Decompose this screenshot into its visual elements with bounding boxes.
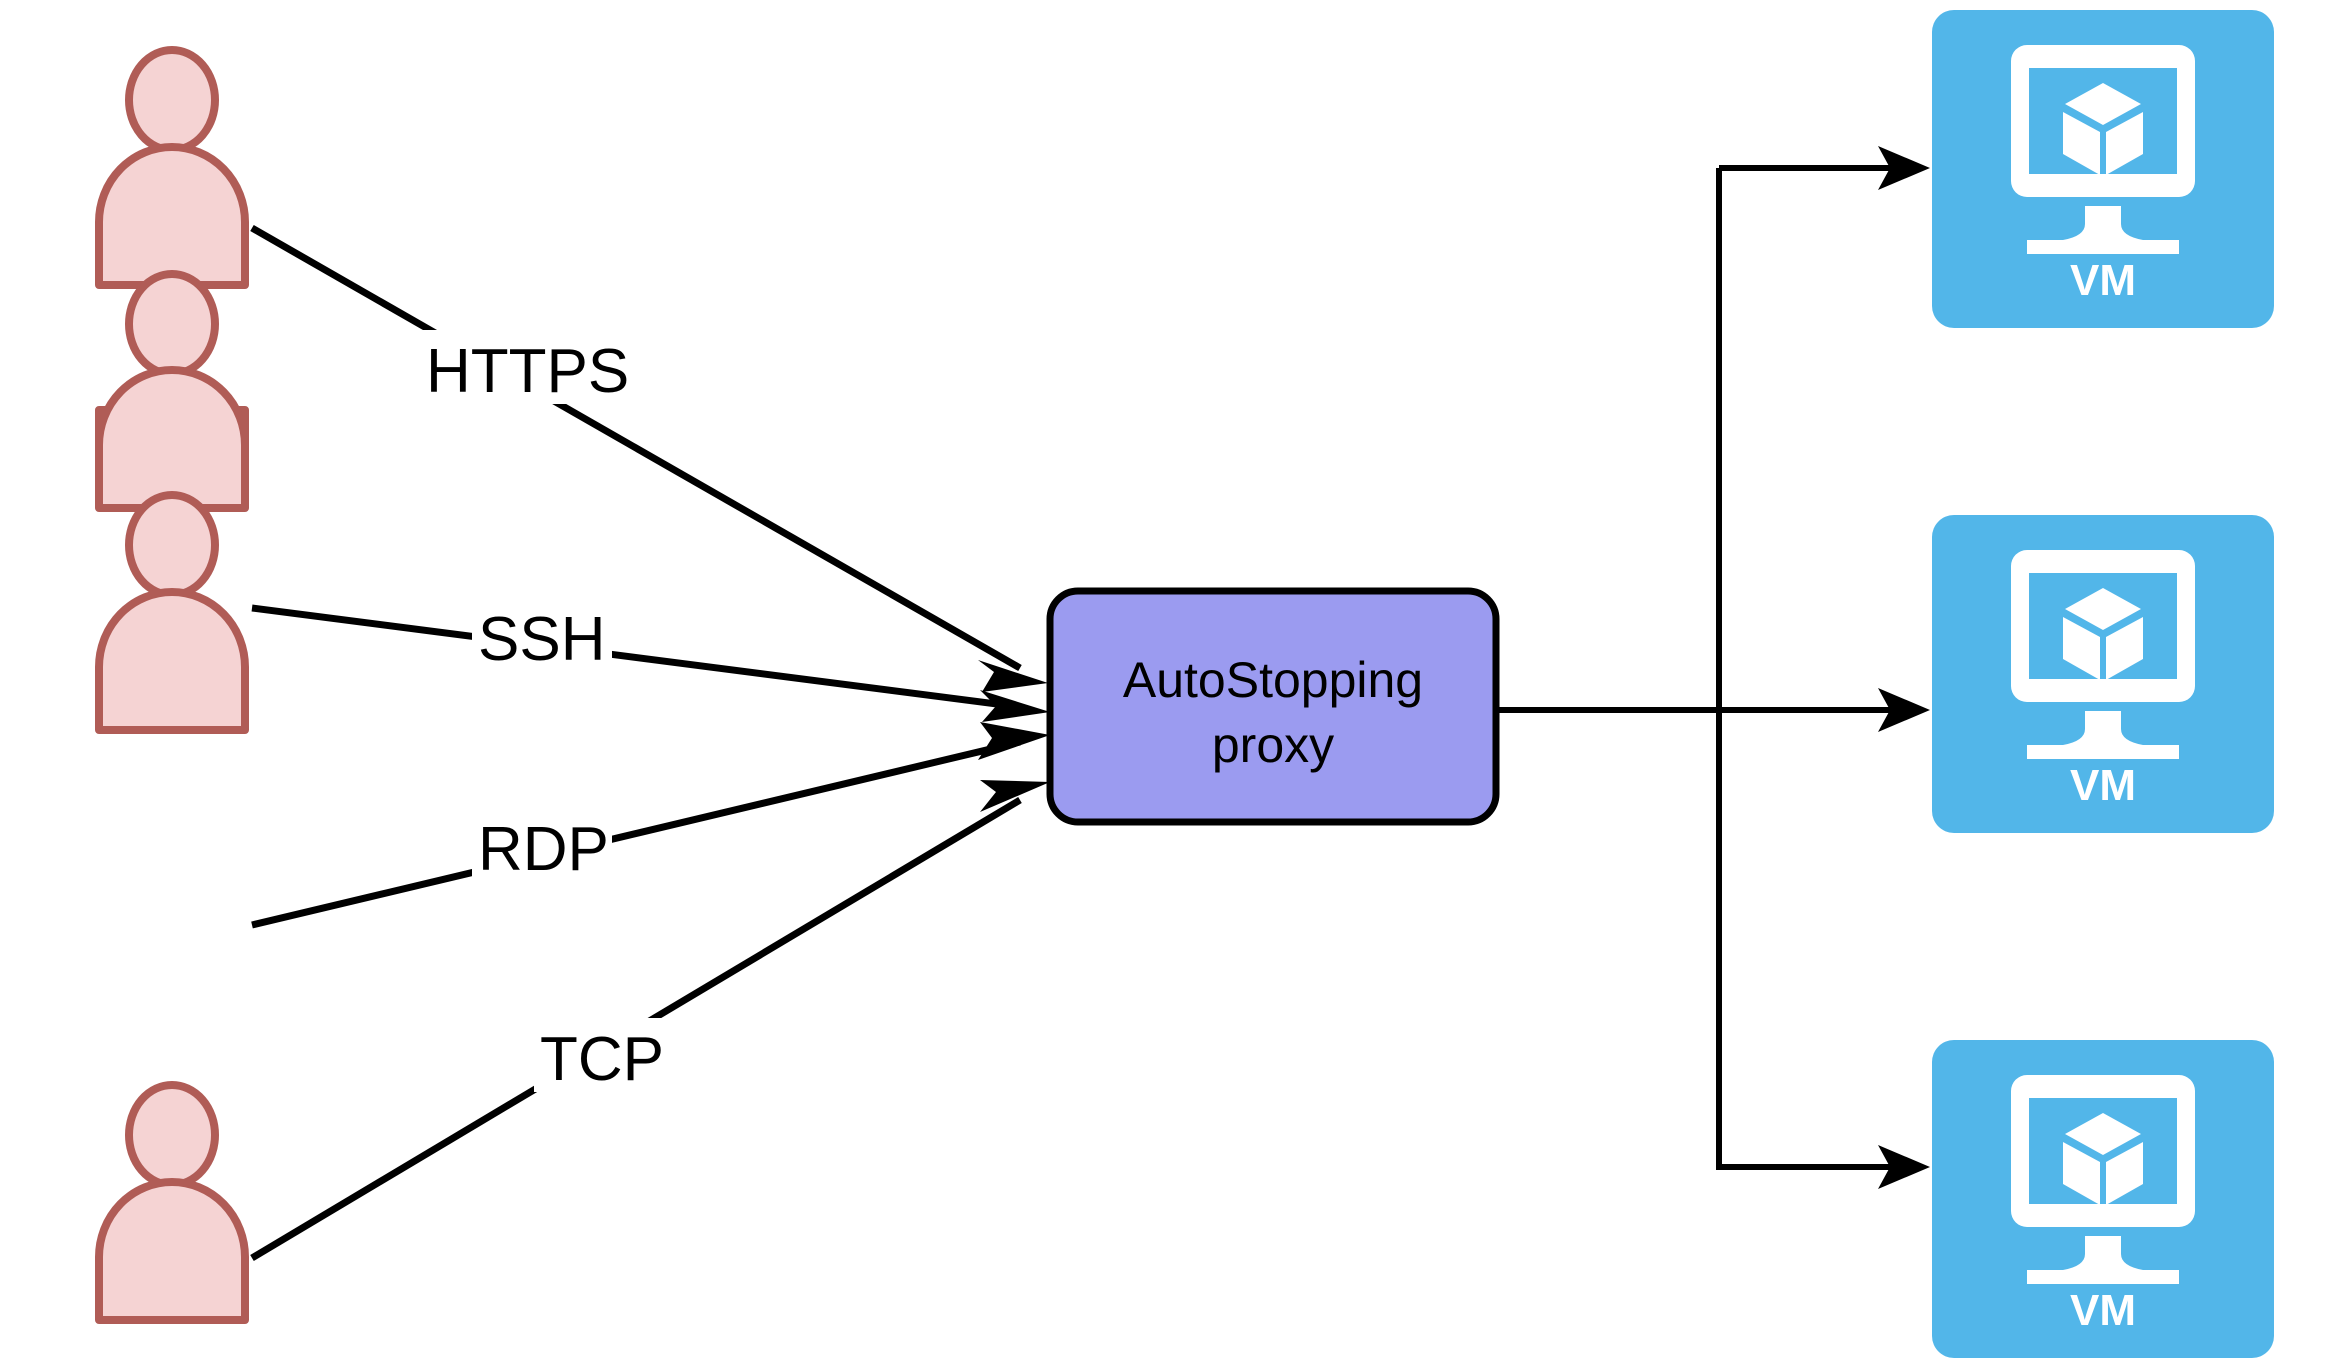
edges-actors-to-proxy bbox=[250, 224, 1050, 1262]
arrow-head-vm-3 bbox=[1878, 1145, 1930, 1189]
vm-label: VM bbox=[2070, 256, 2136, 305]
arrow-head-ssh bbox=[980, 690, 1050, 722]
edge-to-vm-3 bbox=[1719, 1145, 1930, 1189]
vm-node-2[interactable]: VM bbox=[1932, 515, 2274, 833]
edge-https bbox=[250, 224, 1048, 692]
arrow-head-vm-2 bbox=[1878, 688, 1930, 732]
actor-head-icon bbox=[125, 270, 219, 378]
virtual-machine-monitor-icon bbox=[2011, 1075, 2195, 1284]
actor-body-icon bbox=[95, 588, 249, 734]
arrow-head-vm-1 bbox=[1878, 146, 1930, 190]
autostopping-proxy-node[interactable]: AutoStopping proxy bbox=[1046, 587, 1500, 826]
arrow-head-https bbox=[978, 660, 1048, 692]
actor-body-icon bbox=[95, 143, 249, 289]
edges-proxy-to-vms bbox=[1496, 146, 1930, 1189]
edge-label-https-group: HTTPS bbox=[420, 330, 645, 406]
virtual-machine-monitor-icon bbox=[2011, 45, 2195, 254]
actor-head-icon bbox=[125, 46, 219, 154]
edge-label-ssh: SSH bbox=[478, 605, 605, 674]
actor-body-icon bbox=[95, 366, 249, 512]
edge-rdp bbox=[251, 722, 1050, 929]
arrow-head-rdp bbox=[978, 722, 1050, 760]
vm-node-3[interactable]: VM bbox=[1932, 1040, 2274, 1358]
edge-label-ssh-group: SSH bbox=[472, 598, 612, 674]
edge-label-rdp: RDP bbox=[478, 815, 609, 884]
proxy-title-line1: AutoStopping bbox=[1123, 652, 1423, 708]
actor-group-1[interactable] bbox=[95, 46, 249, 289]
actor-body-icon bbox=[95, 1178, 249, 1324]
vm-node-1[interactable]: VM bbox=[1932, 10, 2274, 328]
actor-head-icon bbox=[125, 1081, 219, 1189]
virtual-machine-monitor-icon bbox=[2011, 550, 2195, 759]
actor-head-icon bbox=[125, 491, 219, 599]
edge-ssh bbox=[251, 604, 1050, 722]
actor-group-3[interactable] bbox=[95, 491, 249, 734]
arrow-head-tcp bbox=[980, 780, 1050, 812]
vm-label: VM bbox=[2070, 1286, 2136, 1335]
actor-group-4[interactable] bbox=[95, 1081, 249, 1324]
edge-label-https: HTTPS bbox=[426, 337, 629, 406]
edge-to-vm-1 bbox=[1719, 146, 1930, 190]
edge-label-rdp-group: RDP bbox=[472, 808, 612, 884]
proxy-box bbox=[1046, 587, 1500, 826]
edge-label-tcp-group: TCP bbox=[534, 1018, 674, 1094]
vm-label: VM bbox=[2070, 761, 2136, 810]
edge-label-tcp: TCP bbox=[540, 1025, 664, 1094]
actor-group-2[interactable] bbox=[95, 270, 249, 512]
edge-to-vm-2 bbox=[1719, 688, 1930, 732]
proxy-title-line2: proxy bbox=[1212, 717, 1334, 773]
